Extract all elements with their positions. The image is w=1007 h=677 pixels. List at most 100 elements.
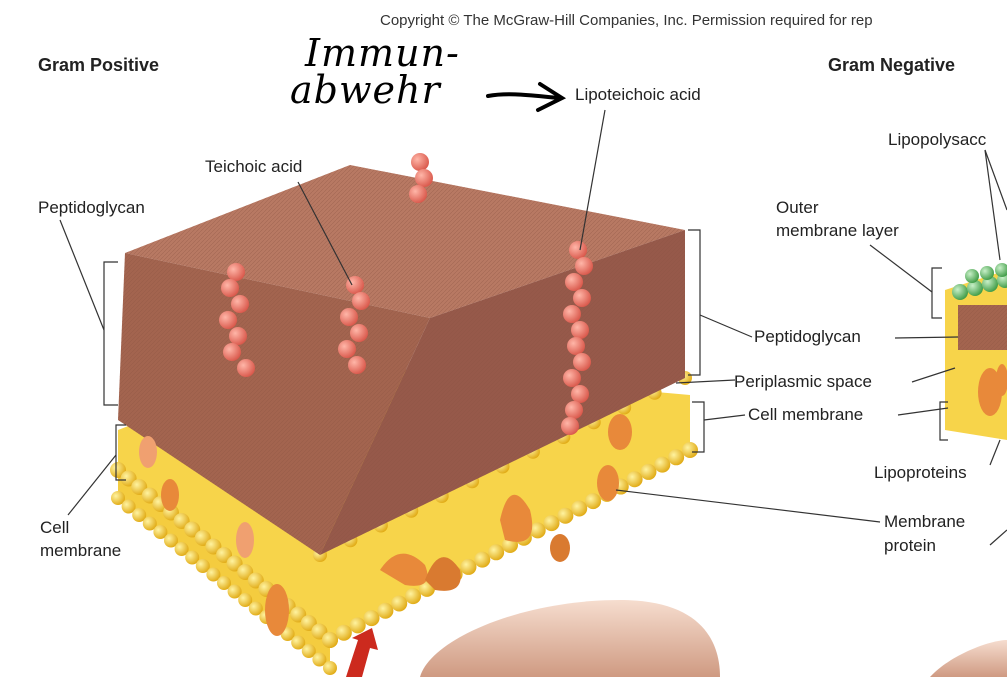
lipid-head xyxy=(543,515,560,532)
label-peptidoglycan-right: Peptidoglycan xyxy=(754,327,861,346)
lps-bead xyxy=(980,266,994,280)
leader-lps-2 xyxy=(984,149,1007,211)
lipid-head xyxy=(174,542,189,556)
leader-outer-membrane xyxy=(869,244,933,293)
lipid-head xyxy=(312,652,327,667)
teichoic-acid-chains xyxy=(219,153,593,435)
teichoic-bead xyxy=(563,305,581,323)
bracket-gn-membrane xyxy=(939,401,948,441)
lipid-head xyxy=(142,516,157,531)
lipid-head xyxy=(322,632,338,648)
lipid-head xyxy=(640,463,657,480)
lipid-head xyxy=(626,471,643,488)
lipid-head xyxy=(585,493,602,510)
leader-peptidoglycan-left xyxy=(59,219,105,331)
teichoic-bead xyxy=(573,353,591,371)
gram-negative-wall xyxy=(945,263,1007,440)
lps-bead xyxy=(982,276,998,292)
lipid-head xyxy=(164,533,178,548)
lipid-head xyxy=(460,558,477,575)
lipid-head xyxy=(377,602,394,619)
copyright-notice: Copyright © The McGraw-Hill Companies, I… xyxy=(380,12,873,29)
teichoic-bead xyxy=(231,295,249,313)
lps-bead xyxy=(965,269,979,283)
teichoic-bead xyxy=(573,289,591,307)
leader-lps-1 xyxy=(984,149,1001,261)
lipid-head xyxy=(185,550,200,565)
leader-cell-membrane-left xyxy=(67,454,117,516)
leader-cell-membrane-right xyxy=(703,414,746,421)
lipid-head xyxy=(111,491,125,505)
lipid-head xyxy=(206,567,221,582)
lipid-head xyxy=(335,624,352,641)
leader-lipoteichoic-acid xyxy=(579,109,606,251)
teichoic-bead xyxy=(561,417,579,435)
lipid-head xyxy=(301,644,316,658)
lipid-head xyxy=(195,559,210,573)
teichoic-bead xyxy=(229,327,247,345)
lipid-head xyxy=(682,442,698,458)
teichoic-bead xyxy=(563,369,581,387)
lipid-head xyxy=(248,601,263,616)
label-peptidoglycan-left: Peptidoglycan xyxy=(38,198,145,217)
leader-lines xyxy=(59,109,1007,546)
label-periplasmic-space: Periplasmic space xyxy=(734,372,872,391)
teichoic-bead xyxy=(221,279,239,297)
teichoic-bead xyxy=(346,276,364,294)
teichoic-bead xyxy=(575,257,593,275)
label-membrane-protein-line1: Membrane xyxy=(884,512,966,531)
red-arrow-icon xyxy=(346,628,378,677)
teichoic-bead xyxy=(571,321,589,339)
lipid-head xyxy=(571,500,588,517)
teichoic-bead xyxy=(352,292,370,310)
lipid-head xyxy=(227,584,242,599)
label-teichoic-acid: Teichoic acid xyxy=(205,157,303,176)
bracket-left-peptidoglycan xyxy=(103,261,118,406)
teichoic-bead xyxy=(567,337,585,355)
lipid-head xyxy=(557,507,574,524)
lipid-head xyxy=(654,456,671,473)
bracket-right-peptidoglycan xyxy=(688,229,701,376)
leader-gn-membrane-protein xyxy=(989,529,1007,546)
label-cell-membrane-left-line1: Cell xyxy=(40,518,70,537)
label-lipoteichoic-acid: Lipoteichoic acid xyxy=(575,85,701,104)
lipid-head xyxy=(405,588,422,605)
teichoic-bead xyxy=(227,263,245,281)
label-lipopolysaccharide: Lipopolysacc xyxy=(888,130,987,149)
lipid-head xyxy=(488,544,505,561)
teichoic-bead xyxy=(348,356,366,374)
teichoic-bead xyxy=(411,153,429,171)
teichoic-bead xyxy=(569,241,587,259)
lipid-head xyxy=(391,595,408,612)
membrane-proteins xyxy=(139,414,632,636)
heading-gram-positive: Gram Positive xyxy=(38,55,160,75)
label-membrane-protein-line2: protein xyxy=(884,536,936,555)
teichoic-bead xyxy=(350,324,368,342)
lipid-head xyxy=(363,610,380,627)
bracket-gn-outer xyxy=(931,267,942,319)
leader-teichoic-acid xyxy=(297,181,353,286)
teichoic-bead xyxy=(340,308,358,326)
handwritten-note-line1: Immun- xyxy=(305,31,460,75)
teichoic-bead xyxy=(409,185,427,203)
leader-gn-periplasmic xyxy=(911,367,956,383)
handwritten-arrow-icon xyxy=(486,82,567,112)
lipid-head xyxy=(217,576,231,590)
lipid-head xyxy=(132,508,147,522)
teichoic-bead xyxy=(415,169,433,187)
heading-gram-negative: Gram Negative xyxy=(828,55,956,75)
lps-bead xyxy=(967,280,983,296)
leader-lipoproteins xyxy=(989,439,1001,466)
label-outer-membrane-line2: membrane layer xyxy=(776,221,899,240)
label-outer-membrane-line1: Outer xyxy=(776,198,819,217)
lipid-head xyxy=(238,593,253,607)
bracket-right-membrane xyxy=(692,401,705,453)
leader-gn-peptidoglycan xyxy=(894,336,959,339)
lipid-head xyxy=(121,499,136,514)
lipid-head xyxy=(153,525,168,539)
teichoic-bead xyxy=(565,401,583,419)
bracket-left-membrane xyxy=(115,424,126,481)
lipid-head xyxy=(529,522,546,539)
teichoic-bead xyxy=(338,340,356,358)
